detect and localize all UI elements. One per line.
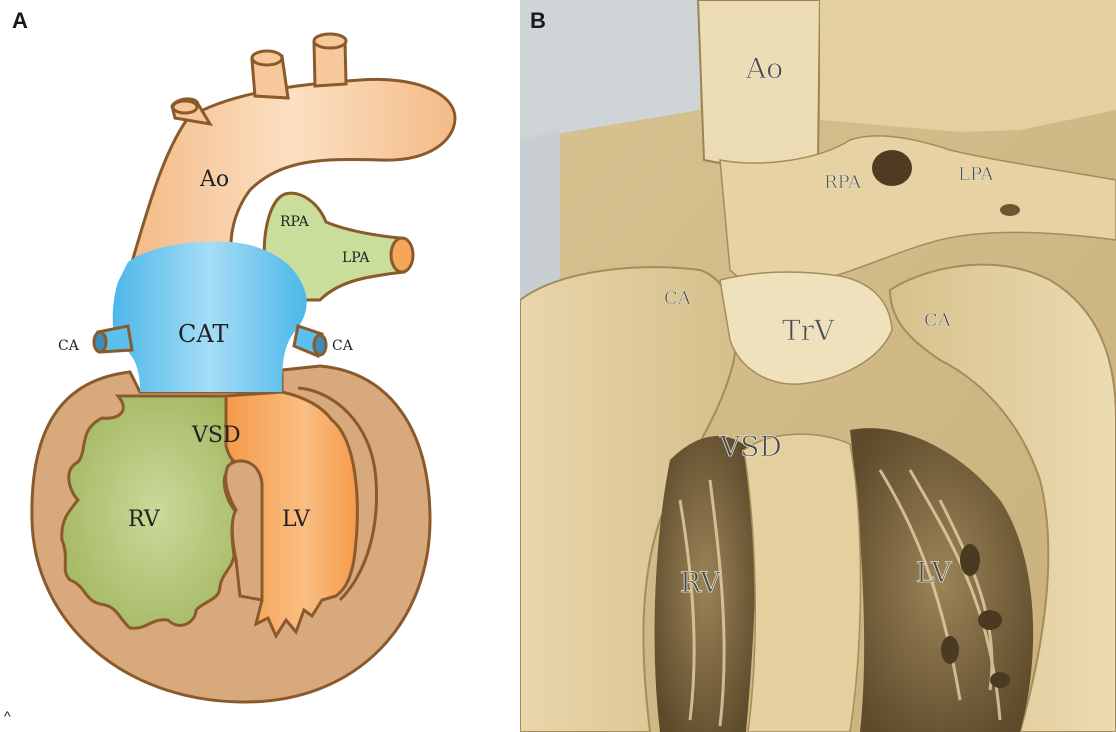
- panel-a-label-ca-right: CA: [332, 338, 354, 354]
- panel-b-label-trv: TrV: [782, 314, 835, 347]
- panel-b-label-lv: LV: [916, 556, 952, 589]
- rpa-opening: [872, 150, 912, 186]
- panel-a-label-rpa: RPA: [280, 214, 310, 230]
- panel-b-label-rv: RV: [680, 566, 721, 599]
- panel-b-label-lpa: LPA: [958, 164, 994, 185]
- panel-b-label-ca-right: CA: [924, 310, 952, 331]
- panel-b-photo: Ao TrV VSD RV LV RPA LPA CA CA: [520, 0, 1116, 732]
- aortic-branch-1-opening: [173, 101, 197, 113]
- lpa-opening: [391, 238, 413, 272]
- aortic-branch-3-opening: [314, 34, 346, 48]
- panel-a-label-lpa: LPA: [342, 250, 370, 266]
- coronary-artery-left-opening: [94, 332, 106, 352]
- panel-b-label-vsd: VSD: [719, 430, 782, 463]
- panel-a-label-vsd: VSD: [191, 423, 241, 448]
- panel-b-label-ca-left: CA: [664, 288, 692, 309]
- panel-a-label-ao: Ao: [199, 167, 229, 192]
- panel-b-label-rpa: RPA: [824, 172, 862, 193]
- common-arterial-trunk: [113, 242, 307, 392]
- panel-a-label-cat: CAT: [178, 320, 228, 348]
- panel-a-illustration: Ao RPA LPA CAT CA CA VSD RV LV: [0, 0, 512, 732]
- coronary-artery-right-opening: [314, 335, 326, 355]
- aortic-branch-2-opening: [252, 51, 282, 65]
- panel-b-letter: B: [530, 8, 546, 34]
- specimen-septum: [744, 434, 861, 732]
- lpa-opening-photo: [1000, 204, 1020, 216]
- panel-a-label-ca-left: CA: [58, 338, 80, 354]
- panel-a-label-rv: RV: [128, 507, 161, 532]
- specimen-upper-tissue: [820, 0, 1116, 132]
- panel-a-label-lv: LV: [282, 507, 311, 532]
- panel-b-label-ao: Ao: [745, 52, 783, 85]
